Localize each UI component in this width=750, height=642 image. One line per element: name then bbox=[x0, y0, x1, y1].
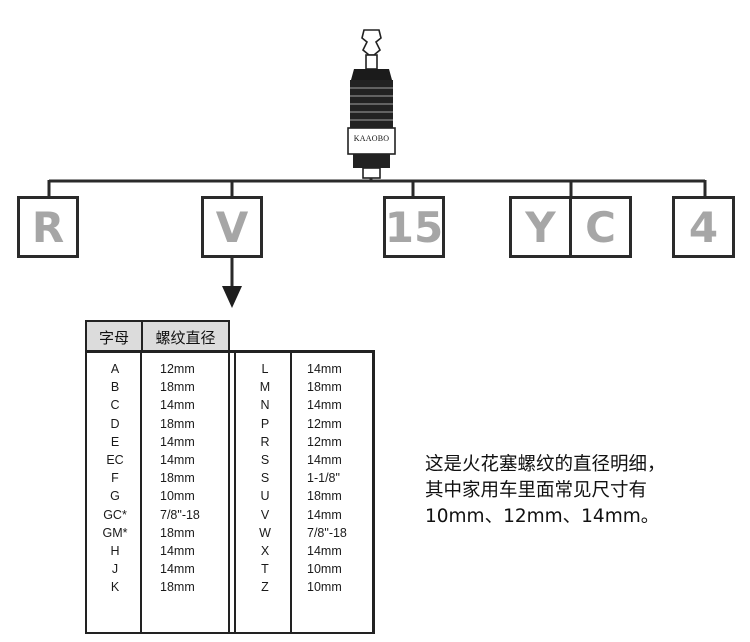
table-size-cell: 14mm bbox=[160, 434, 195, 449]
table-size-cell: 10mm bbox=[307, 562, 342, 577]
table-letter-cell: U bbox=[260, 489, 270, 504]
spark-plug-icon bbox=[347, 29, 396, 179]
table-size-cell: 12mm bbox=[307, 416, 342, 431]
table-size-cell: 18mm bbox=[160, 380, 195, 395]
table-letter-cell: A bbox=[110, 362, 120, 376]
table-size-cell: 10mm bbox=[307, 580, 342, 595]
table-divider bbox=[290, 353, 292, 632]
table-size-cell: 12mm bbox=[307, 434, 342, 449]
table-letter-cell: G bbox=[110, 489, 120, 504]
table-letter-cell: H bbox=[110, 544, 120, 558]
table-divider bbox=[228, 353, 230, 632]
plug-brand-label: KAAOBO bbox=[353, 134, 390, 143]
table-size-cell: 14mm bbox=[160, 453, 195, 467]
table-letter-cell: J bbox=[111, 562, 119, 577]
header-letter: 字母 bbox=[87, 322, 143, 352]
table-size-cell: 14mm bbox=[307, 398, 342, 413]
table-size-cell: 1-1/8" bbox=[307, 471, 340, 486]
down-arrow-icon bbox=[222, 286, 242, 308]
table-letter-cell: S bbox=[260, 453, 270, 467]
table-letter-cell: N bbox=[260, 398, 270, 413]
table-letter-cell: Z bbox=[261, 580, 269, 595]
table-size-cell: 18mm bbox=[160, 416, 195, 431]
table-letter-cell: B bbox=[110, 380, 120, 395]
table-letter-cell: F bbox=[111, 471, 119, 486]
table-header: 字母 螺纹直径 bbox=[85, 320, 230, 352]
code-box-15: 15 bbox=[383, 196, 445, 258]
table-size-cell: 18mm bbox=[160, 471, 195, 486]
table-letter-cell: S bbox=[260, 471, 270, 486]
table-letter-cell: T bbox=[261, 562, 269, 577]
table-size-cell: 18mm bbox=[160, 525, 195, 540]
code-box-c: C bbox=[569, 196, 632, 258]
header-thread-diameter: 螺纹直径 bbox=[155, 328, 216, 347]
table-letter-cell: X bbox=[260, 544, 270, 558]
table-size-cell: 14mm bbox=[307, 507, 342, 522]
code-box-4: 4 bbox=[672, 196, 735, 258]
tree-lines bbox=[47, 178, 707, 288]
table-letter-cell: L bbox=[261, 362, 269, 376]
table-size-cell: 14mm bbox=[160, 562, 195, 577]
table-size-cell: 18mm bbox=[307, 489, 342, 504]
table-size-cell: 14mm bbox=[160, 544, 195, 558]
table-size-cell: 10mm bbox=[160, 489, 195, 504]
table-size-cell: 14mm bbox=[307, 362, 342, 376]
table-size-cell: 12mm bbox=[160, 362, 195, 376]
table-letter-cell: GM* bbox=[102, 525, 128, 540]
note-line: 这是火花塞螺纹的直径明细， bbox=[425, 454, 666, 475]
table-size-cell: 7/8"-18 bbox=[307, 525, 347, 540]
table-letter-cell: D bbox=[110, 416, 120, 431]
table-size-cell: 18mm bbox=[307, 380, 342, 395]
note-line: 其中家用车里面常见尺寸有 bbox=[425, 480, 648, 501]
table-letter-cell: W bbox=[259, 525, 271, 540]
table-size-cell: 14mm bbox=[307, 544, 342, 558]
code-box-v: V bbox=[201, 196, 263, 258]
table-size-cell: 18mm bbox=[160, 580, 195, 595]
table-size-cell: 14mm bbox=[160, 398, 195, 413]
table-letter-cell: P bbox=[260, 416, 270, 431]
table-letter-cell: C bbox=[110, 398, 120, 413]
table-divider bbox=[234, 353, 236, 632]
table-letter-cell: R bbox=[260, 434, 270, 449]
table-divider bbox=[140, 353, 142, 632]
table-letter-cell: K bbox=[110, 580, 120, 595]
table-size-cell: 14mm bbox=[307, 453, 342, 467]
explanation-note: 这是火花塞螺纹的直径明细， 其中家用车里面常见尺寸有 10mm、12mm、14m… bbox=[425, 452, 666, 530]
table-size-cell: 7/8"-18 bbox=[160, 507, 200, 522]
table-letter-cell: V bbox=[260, 507, 270, 522]
table-letter-cell: E bbox=[110, 434, 120, 449]
code-box-y: Y bbox=[509, 196, 572, 258]
note-line: 10mm、12mm、14mm。 bbox=[425, 506, 660, 527]
code-box-r: R bbox=[17, 196, 79, 258]
table-letter-cell: GC* bbox=[103, 507, 127, 522]
table-letter-cell: EC bbox=[106, 453, 124, 467]
table-letter-cell: M bbox=[259, 380, 271, 395]
